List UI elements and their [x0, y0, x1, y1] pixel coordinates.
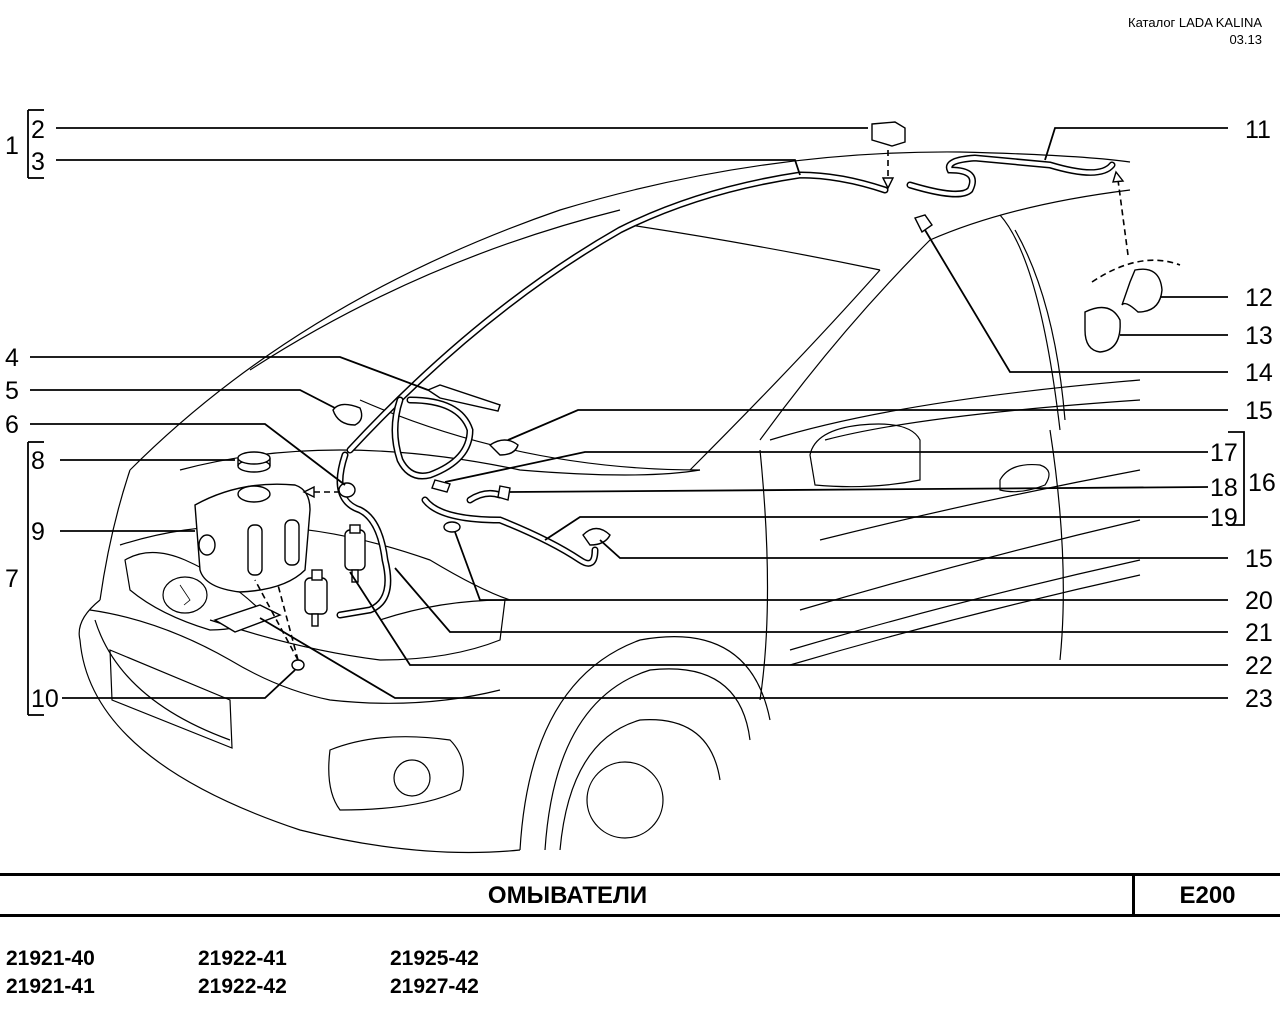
washer-pump-rear	[304, 569, 328, 627]
callout-20: 20	[1245, 587, 1273, 615]
catalog-header: Каталог LADA KALINA 03.13	[1128, 14, 1262, 48]
section-title-bar: ОМЫВАТЕЛИ E200	[0, 873, 1280, 917]
grommet-parts	[291, 403, 461, 671]
callout-21: 21	[1245, 619, 1273, 647]
hose-clip	[426, 384, 501, 412]
section-title: ОМЫВАТЕЛИ	[487, 882, 648, 909]
callout-9: 9	[31, 518, 45, 546]
model-list: 21921-40 21922-41 21925-42 21921-41 2192…	[6, 946, 582, 1000]
washer-diagram: 1 2 3 4 5 6 7 8 9 10 11 12 13 14 15 15 1…	[5, 109, 1276, 854]
callout-23: 23	[1245, 685, 1273, 713]
model-code: 21927-42	[390, 975, 479, 998]
callout-19: 19	[1210, 504, 1238, 532]
callout-3: 3	[31, 148, 45, 176]
hood-nozzles	[488, 439, 611, 546]
leader-lines	[27, 109, 1245, 716]
model-code: 21925-42	[390, 947, 479, 970]
callout-13: 13	[1245, 322, 1273, 350]
callout-17: 17	[1210, 439, 1238, 467]
callout-2: 2	[31, 116, 45, 144]
reservoir-cap	[237, 451, 271, 473]
callout-14: 14	[1245, 359, 1273, 387]
rear-washer-parts	[871, 121, 1181, 353]
callout-10: 10	[31, 685, 59, 713]
callout-6: 6	[5, 411, 19, 439]
callout-4: 4	[5, 344, 19, 372]
callout-8: 8	[31, 447, 45, 475]
callout-numbers: 1 2 3 4 5 6 7 8 9 10 11 12 13 14 15 15 1…	[5, 116, 1276, 713]
tee-connectors	[431, 479, 511, 501]
callout-15-upper: 15	[1245, 397, 1273, 425]
callout-18: 18	[1210, 474, 1238, 502]
label-plate	[213, 604, 282, 633]
callout-12: 12	[1245, 284, 1273, 312]
assembly-arrows	[254, 150, 1129, 661]
catalog-date: 03.13	[1229, 32, 1262, 47]
callout-16: 16	[1248, 469, 1276, 497]
title-divider	[1132, 876, 1135, 914]
callout-1: 1	[5, 132, 19, 160]
hoses	[336, 154, 1116, 619]
callout-7: 7	[5, 565, 19, 593]
model-code: 21921-40	[6, 947, 95, 970]
model-code: 21921-41	[6, 975, 95, 998]
callout-5: 5	[5, 377, 19, 405]
callout-11: 11	[1245, 116, 1271, 144]
model-code: 21922-42	[198, 975, 287, 998]
washer-reservoir	[194, 483, 311, 593]
washer-pump-front	[344, 524, 366, 583]
model-code: 21922-41	[198, 947, 287, 970]
car-body-outline	[78, 151, 1141, 854]
callout-15-lower: 15	[1245, 545, 1273, 573]
callout-22: 22	[1245, 652, 1273, 680]
catalog-title: Каталог LADA KALINA	[1128, 15, 1262, 30]
section-code: E200	[1179, 882, 1236, 909]
